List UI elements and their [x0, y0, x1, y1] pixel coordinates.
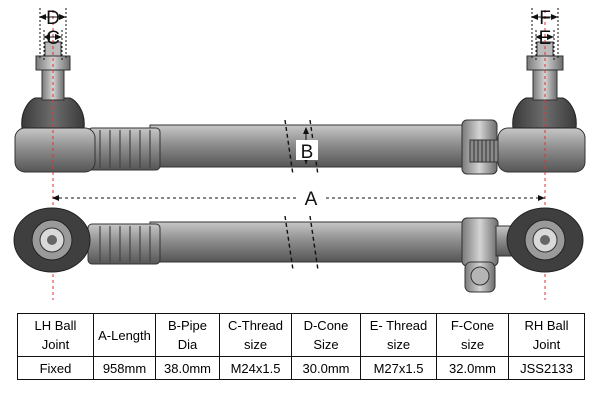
value-f-cone-size: 32.0mm — [436, 356, 509, 380]
dim-c: C — [43, 28, 62, 49]
tie-rod-diagram: D C F E B A — [13, 8, 586, 300]
left-housing-top — [14, 127, 96, 173]
dim-b: B — [296, 127, 318, 164]
svg-text:A: A — [305, 189, 318, 210]
svg-text:E: E — [539, 28, 552, 49]
top-down-view — [13, 207, 584, 293]
table-row: Fixed 958mm 38.0mm M24x1.5 30.0mm M27x1.… — [17, 356, 585, 380]
value-e-thread-size: M27x1.5 — [360, 356, 437, 380]
left-sleeve-top — [87, 127, 161, 171]
dim-f: F — [531, 8, 558, 29]
right-clamp-bottom — [461, 217, 499, 267]
svg-text:D: D — [46, 8, 60, 29]
tube-bottom — [149, 221, 466, 263]
dim-d: D — [39, 8, 66, 29]
dim-a: A — [52, 189, 545, 210]
value-lh-ball-joint: Fixed — [17, 356, 94, 380]
value-d-cone-size: 30.0mm — [291, 356, 361, 380]
value-c-thread-size: M24x1.5 — [219, 356, 292, 380]
right-housing-top — [497, 127, 586, 173]
value-rh-ball-joint: JSS2133 — [508, 356, 585, 380]
header-a-length: A-Length — [93, 313, 156, 357]
value-a-length: 958mm — [93, 356, 156, 380]
left-sleeve-bottom — [87, 223, 161, 265]
svg-text:C: C — [46, 28, 60, 49]
value-b-pipe-dia: 38.0mm — [155, 356, 220, 380]
svg-text:F: F — [539, 8, 551, 29]
dim-e: E — [535, 28, 554, 49]
svg-text:B: B — [301, 142, 314, 163]
